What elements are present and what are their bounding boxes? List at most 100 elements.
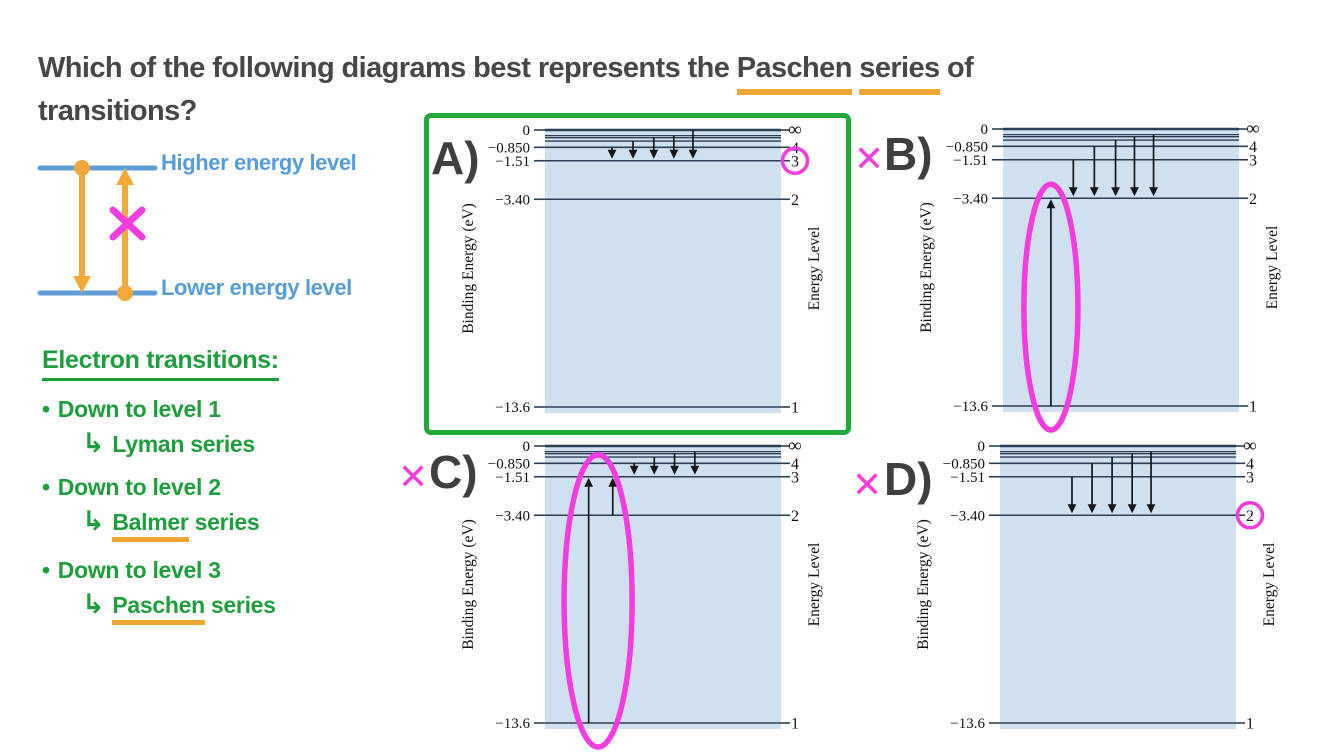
energy-level-number-label: 3 [791,469,799,486]
option-label-c: C) [429,446,478,498]
pink-ellipse-annotation [561,452,635,750]
notes-items: •Down to level 1 ↳Lyman series •Down to le… [42,396,402,625]
energy-level-number-label: ∞ [788,120,802,141]
energy-level-number-label: 2 [1246,508,1254,525]
plot-background [1000,446,1236,729]
binding-energy-tick-label: −13.6 [953,399,988,415]
binding-energy-tick-label: −3.40 [953,191,988,207]
energy-level-number-label: 1 [791,400,799,417]
binding-energy-tick-label: 0 [978,439,986,455]
arrowhead-down [649,465,659,475]
note-item-line: •Down to level 2 [42,474,221,500]
binding-energy-tick-label: −0.850 [943,456,985,472]
binding-energy-tick-label: −1.51 [495,154,530,170]
transition-arrow-4-to-3 [629,463,639,475]
energy-level-number-label: 1 [1249,399,1257,416]
transition-arrow-6-to-3 [670,453,679,475]
arrowhead-down [1068,187,1078,197]
right-axis-label: Energy Level [1261,543,1278,627]
note-item-line: •Down to level 1 [42,396,221,422]
binding-energy-tick-label: −0.850 [946,139,988,155]
arrowhead-up [608,477,618,487]
wrong-mark-b-icon: ✕ [854,138,885,179]
electron-transitions-notes: Electron transitions: •Down to level 1 ↳L… [42,346,402,625]
transition-arrow-1-to-2 [1046,199,1056,406]
higher-energy-level-label: Higher energy level [161,150,357,175]
transition-arrow-5-to-3 [628,141,638,159]
notes-heading: Electron transitions: [42,346,279,381]
not-allowed-x-icon [109,206,146,241]
transition-arrow-3-to-2 [1068,159,1078,197]
binding-energy-tick-label: −13.6 [950,716,985,732]
energy-level-number-label: ∞ [1246,119,1260,140]
plot-background [545,446,781,729]
upward-transition-arrow [116,168,134,301]
series-suffix: series [188,509,260,535]
branch-arrow-icon: ↳ [82,428,105,458]
energy-level-number-label: 1 [791,716,799,733]
plot-background [545,130,781,413]
right-axis-label: Energy Level [806,227,823,311]
transition-arrow-6-to-2 [1130,136,1139,197]
arrowhead-down [1149,187,1158,197]
arrowhead-down [73,276,91,293]
note-series-line: ↳Lyman series [82,428,402,459]
branch-arrow-icon: ↳ [82,589,105,619]
correct-answer-box [424,113,851,435]
energy-level-number-label: 4 [791,456,799,473]
arrowhead-down [670,465,679,475]
question-part2: of transitions? [38,52,981,127]
transition-arrow-inf-to-3 [688,130,698,159]
transition-arrow-4-to-2 [1087,463,1097,514]
arrowhead-up [584,477,594,487]
y-axis-label: Binding Energy (eV) [460,203,477,334]
arrowhead-down [1089,187,1099,197]
right-axis-label: Energy Level [1264,226,1281,310]
binding-energy-tick-label: −1.51 [495,470,530,486]
transition-arrow-5-to-2 [1111,140,1120,197]
series-name: Balmer [112,509,189,542]
downward-transition-arrow [73,160,91,293]
energy-level-number-label: 1 [1246,716,1254,733]
binding-energy-tick-label: −0.850 [488,140,530,156]
y-axis-label: Binding Energy (eV) [918,202,935,333]
note-item-line: •Down to level 3 [42,557,221,583]
transition-arrow-2-to-3 [608,477,618,516]
energy-level-number-label: 3 [1249,152,1257,169]
y-axis-label: Binding Energy (eV) [460,519,477,650]
energy-level-number-label: 3 [1246,469,1254,486]
arrowhead-down [629,465,639,475]
option-label-a: A) [431,132,480,184]
pink-circle-annotation [780,146,810,176]
arrowhead-down [690,465,700,475]
energy-level-number-label: ∞ [788,436,802,457]
arrowhead-down [649,149,659,159]
highlighted-word-paschen: Paschen [736,52,852,95]
pink-ellipse-annotation [1021,181,1081,433]
option-label-b: B) [884,128,933,180]
transition-arrow-1-to-3 [584,477,594,723]
energy-level-legend-diagram [37,160,158,301]
arrowhead-down [669,149,679,159]
arrowhead-up [116,168,134,185]
lower-energy-level-label: Lower energy level [161,275,352,300]
arrowhead-down [688,149,698,159]
question-title: Which of the following diagrams best rep… [38,52,1138,128]
transition-arrow-7-to-2 [1146,451,1156,514]
arrowhead-down [1146,504,1156,514]
transition-arrow-4-to-2 [1089,146,1099,197]
plot-background [1003,129,1239,412]
energy-level-number-label: 4 [1249,139,1257,156]
transition-arrow-5-to-3 [649,457,659,475]
energy-level-number-label: 2 [1249,191,1257,208]
binding-energy-tick-label: −0.850 [488,456,530,472]
energy-level-number-label: 3 [791,153,799,170]
energy-level-number-label: ∞ [1243,436,1257,457]
